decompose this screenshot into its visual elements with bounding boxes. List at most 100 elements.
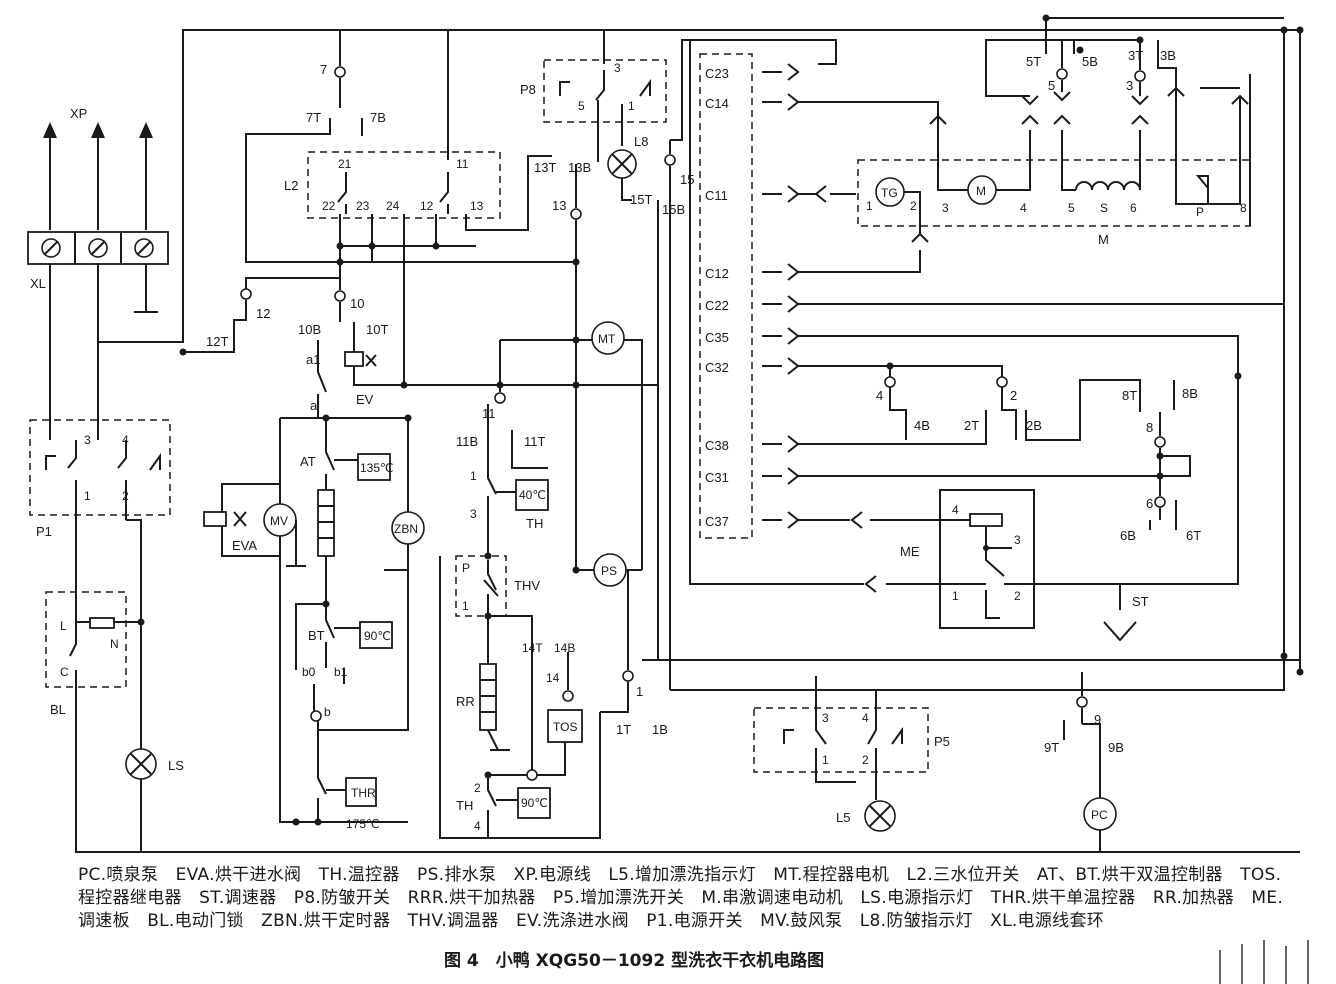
terminal-label: 15B <box>662 202 685 217</box>
label-pc: PC <box>1091 808 1108 822</box>
terminal-label: 9B <box>1108 740 1124 755</box>
terminal-label: 2B <box>1026 418 1042 433</box>
terminal-label: b1 <box>334 665 348 679</box>
terminal-label: AT <box>300 454 316 469</box>
terminal-label: a <box>310 398 318 413</box>
terminal-label: 21 <box>338 157 352 171</box>
terminal-label: 4 <box>952 503 959 517</box>
terminal-label: 7 <box>320 62 327 77</box>
terminal-label: b <box>324 705 331 719</box>
terminal-label: 4B <box>914 418 930 433</box>
label-l8: L8 <box>634 134 648 149</box>
terminal-label: 4 <box>876 388 883 403</box>
terminal-label: 4 <box>862 711 869 725</box>
dryer-thermostat-bt: 90℃ BT b0 b1 b <box>302 621 393 722</box>
label-l2: L2 <box>284 178 298 193</box>
power-switch-p1: 3 4 1 2 P1 <box>29 419 171 590</box>
terminal-label: 8T <box>1122 388 1137 403</box>
terminal-label: 2 <box>910 199 917 213</box>
water-level-switch-l2: L2 21 22 23 24 11 12 13 <box>284 151 501 219</box>
label-p8: P8 <box>520 82 536 97</box>
label-xl: XL <box>30 276 46 291</box>
program-motor-mt: MT <box>500 321 643 570</box>
terminal-label: 3 <box>942 201 949 215</box>
terminal-label: 13 <box>470 199 484 213</box>
program-relay-tos: TOS <box>488 709 583 776</box>
terminal-label: C14 <box>705 96 729 111</box>
terminal-label: 8 <box>1240 201 1247 215</box>
terminal-label: 2 <box>474 781 481 795</box>
series-motor-m: TG 1 2 3 4 5 6 8 S P M M <box>857 130 1251 247</box>
terminal-label: 3 <box>470 507 477 521</box>
dryer-thermostat-at: 135℃ AT <box>295 418 394 670</box>
terminal-label: 2 <box>1010 388 1017 403</box>
terminal-label: 3B <box>1160 48 1176 63</box>
terminal-label: C32 <box>705 360 729 375</box>
terminal-block-xl: XL <box>27 231 169 313</box>
terminal-label: 1 <box>636 684 643 699</box>
label-l5: L5 <box>836 810 850 825</box>
terminal-label: 11B <box>456 434 478 449</box>
terminal-label: C12 <box>705 266 729 281</box>
terminal-label: C38 <box>705 438 729 453</box>
terminal-label: 12 <box>256 306 270 321</box>
terminal-label: C31 <box>705 470 729 485</box>
terminal-label: 23 <box>356 199 370 213</box>
label-mt: MT <box>598 332 616 346</box>
terminal-label: 22 <box>322 199 336 213</box>
terminal-label: 6B <box>1120 528 1136 543</box>
terminal-label: 90℃ <box>521 796 548 810</box>
thermostat-th-40: 1 3 40℃ TH <box>470 469 549 531</box>
terminal-label: 5 <box>1068 201 1075 215</box>
terminal-label: S <box>1100 201 1108 215</box>
drain-pump-ps: PS <box>576 553 642 587</box>
terminal-label: 4 <box>474 819 481 833</box>
blower-motor-mv: MV <box>263 503 306 567</box>
terminal-label: 13T <box>534 160 556 175</box>
label-tg: TG <box>881 186 898 200</box>
speed-governor-st: ST <box>1034 583 1149 642</box>
label-ps: PS <box>601 564 617 578</box>
terminal-label: THR <box>351 786 376 800</box>
terminal-label: 10 <box>350 296 364 311</box>
label-thv: THV <box>514 578 540 593</box>
terminal-label: C37 <box>705 514 729 529</box>
terminal-label: 3 <box>822 711 829 725</box>
label-mv: MV <box>270 514 288 528</box>
terminal-label: 10T <box>366 322 388 337</box>
extra-rinse-switch-p5: P5 3 4 1 2 <box>753 676 950 800</box>
terminal-label: 11T <box>524 434 545 449</box>
terminal-label: L <box>60 619 67 633</box>
terminal-label: BT <box>308 628 325 643</box>
terminal-label: 1 <box>84 489 91 503</box>
terminal-label: b0 <box>302 665 316 679</box>
label-tos: TOS <box>553 720 577 734</box>
terminal-label: 12 <box>420 199 434 213</box>
wash-valve-ev: EV <box>344 322 658 407</box>
label-ls: LS <box>168 758 184 773</box>
terminal-label: 3 <box>84 433 91 447</box>
terminal-label: 1 <box>822 753 829 767</box>
terminal-label: 5T <box>1026 54 1041 69</box>
terminal-label: 6T <box>1186 528 1201 543</box>
terminal-label: 3 <box>614 61 621 75</box>
terminal-label: 2T <box>964 418 979 433</box>
label-eva: EVA <box>232 538 257 553</box>
terminal-label: 1 <box>866 199 873 213</box>
dryer-valve-eva: EVA <box>203 483 281 557</box>
dryer-timer-zbn: ZBN <box>384 418 425 571</box>
heater-rr: RR <box>456 663 510 751</box>
terminal-label: 9 <box>1094 712 1101 727</box>
terminal-label: C11 <box>705 188 728 203</box>
label-bl: BL <box>50 702 66 717</box>
terminal-label: 1 <box>628 99 635 113</box>
terminal-label: 6 <box>1130 201 1137 215</box>
terminal-label: 90℃ <box>364 629 391 643</box>
terminal-label: C22 <box>705 298 729 313</box>
terminal-label: M <box>976 184 986 198</box>
label-p5: P5 <box>934 734 950 749</box>
page-edge-marks <box>1219 940 1309 984</box>
terminal-label: 14 <box>546 671 560 685</box>
label-rr: RR <box>456 694 475 709</box>
